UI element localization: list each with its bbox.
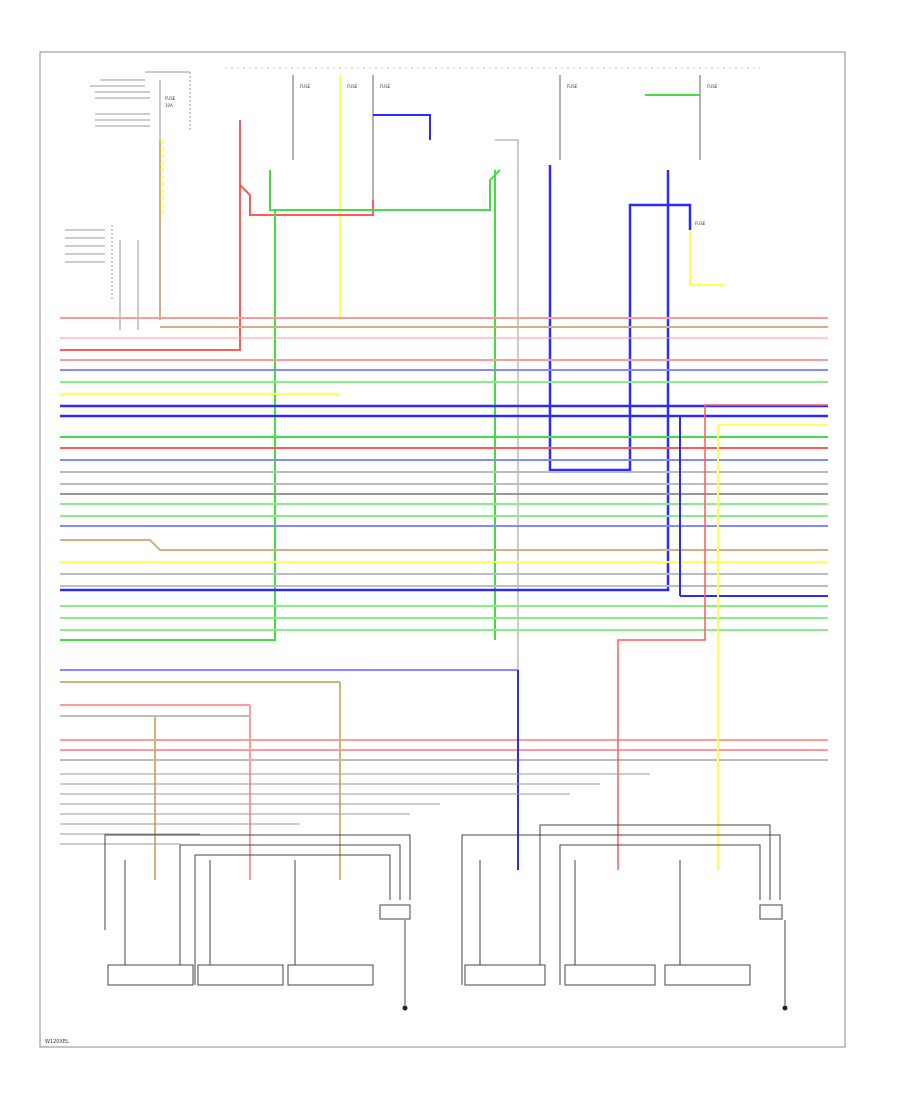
svg-text:FUSE: FUSE xyxy=(347,84,358,89)
svg-text:FUSE: FUSE xyxy=(695,221,706,226)
module-4 xyxy=(464,964,546,986)
top-left-label-block xyxy=(90,71,191,130)
left-module-group xyxy=(104,834,411,986)
svg-text:FUSE: FUSE xyxy=(567,84,578,89)
diagram-frame xyxy=(39,51,846,1048)
right-vertical-drops xyxy=(154,404,828,880)
svg-text:FUSE: FUSE xyxy=(707,84,718,89)
module-5 xyxy=(564,964,656,986)
svg-text:FUSE: FUSE xyxy=(300,84,311,89)
module-3 xyxy=(287,964,374,986)
svg-text:FUSE: FUSE xyxy=(380,84,391,89)
top-switch-cluster xyxy=(60,75,725,780)
lower-signal-bundle xyxy=(60,773,650,845)
module-6 xyxy=(664,964,751,986)
svg-text:10A: 10A xyxy=(165,103,173,108)
svg-text:FUSE: FUSE xyxy=(165,96,176,101)
module-2 xyxy=(197,964,284,986)
left-mid-label-block xyxy=(65,225,139,330)
module-1 xyxy=(107,964,194,986)
top-switch-labels: FUSE FUSE FUSE FUSE FUSE FUSE xyxy=(300,84,718,226)
top-left-fuse: FUSE 10A xyxy=(159,80,176,320)
harness-bus xyxy=(60,317,828,761)
ground-right xyxy=(782,920,788,1011)
right-module-group xyxy=(461,824,783,986)
page-id: W120XEL xyxy=(45,1039,69,1045)
ground-left xyxy=(402,920,408,1011)
